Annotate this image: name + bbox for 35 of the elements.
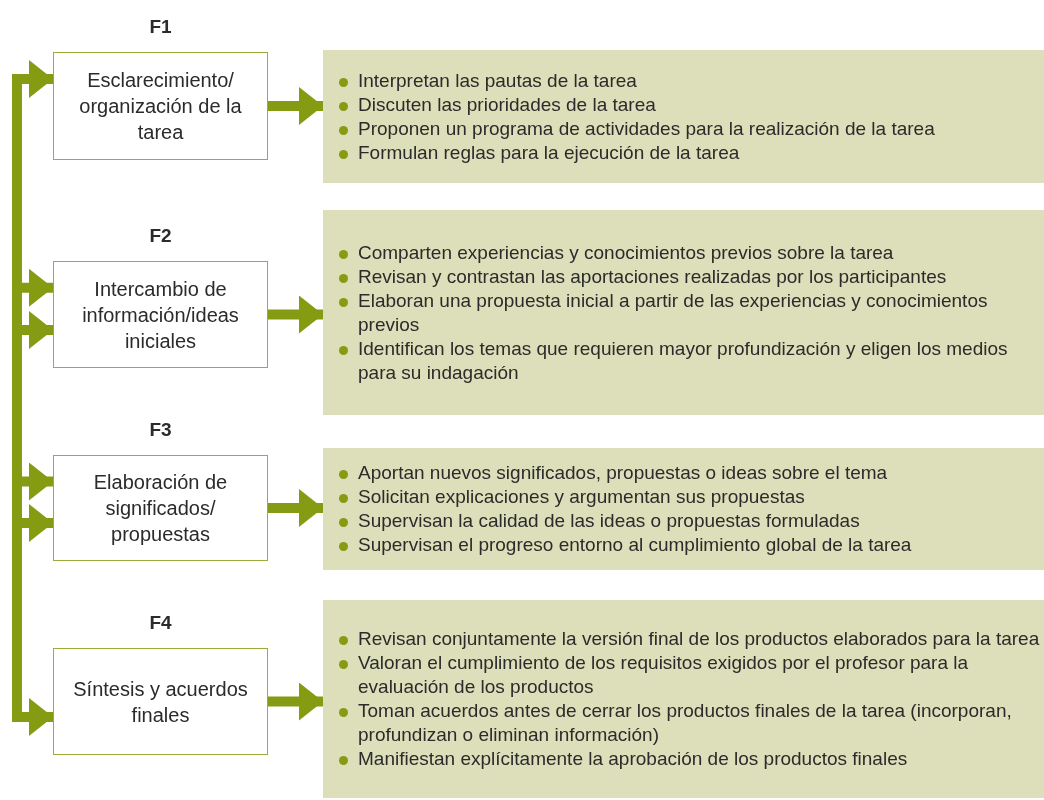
activity-panel	[323, 210, 1044, 415]
phase-label: F3	[148, 418, 173, 442]
activity-panel	[323, 448, 1044, 570]
activity-text: Revisan conjuntamente la versión final de los productos elaborados para la tarea	[358, 627, 1040, 651]
activity-text: Interpretan las pautas de la tarea	[358, 68, 637, 93]
arrow	[268, 489, 323, 527]
activity-text: Aportan nuevos significados, propuestas o ideas sobre el tema	[358, 461, 888, 485]
activity-text: Manifiestan explícitamente la aprobación de los productos finales	[358, 747, 908, 771]
bracket-arrow	[12, 268, 53, 542]
activity-text: Identifican los temas que requieren mayor profundización y eligen los medios para su indagación	[358, 336, 1009, 385]
phase-title: Elaboración de significados/ propuestas	[92, 470, 229, 547]
phase-title: Síntesis y acuerdos finales	[72, 676, 249, 728]
activity-text: Comparten experiencias y conocimientos previos sobre la tarea	[358, 240, 894, 265]
activity-text: Valoran el cumplimiento de los requisitos exigidos por el profesor para la evaluación de los productos	[358, 651, 970, 699]
activity-text: Discuten las prioridades de la tarea	[358, 92, 656, 117]
phase-label: F2	[148, 224, 173, 248]
activity-text: Proponen un programa de actividades para la realización de la tarea	[358, 116, 935, 141]
activity-panel	[323, 50, 1044, 183]
activity-text: Elaboran una propuesta inicial a partir de las experiencias y conocimientos previos	[358, 288, 989, 337]
arrow	[268, 295, 323, 334]
activity-text: Supervisan la calidad de las ideas o propuestas formuladas	[358, 509, 860, 533]
phase-title: Intercambio de información/ideas iniciales	[81, 276, 240, 354]
bracket-arrow	[12, 60, 53, 349]
arrow	[268, 682, 323, 721]
activity-text: Toman acuerdos antes de cerrar los productos finales de la tarea (incorporan, profundizan o eliminan información)	[358, 699, 1013, 747]
activity-text: Supervisan el progreso entorno al cumplimiento global de la tarea	[358, 533, 912, 557]
bracket-arrow	[12, 462, 53, 736]
phase-title: Esclarecimiento/ organización de la tarea	[78, 68, 243, 145]
activity-text: Formulan reglas para la ejecución de la tarea	[358, 140, 740, 165]
activity-text: Revisan y contrastan las aportaciones realizadas por los participantes	[358, 264, 947, 289]
activity-text: Solicitan explicaciones y argumentan sus propuestas	[358, 485, 805, 509]
arrow	[268, 87, 323, 125]
activity-panel	[323, 600, 1044, 798]
phase-label: F4	[148, 611, 173, 635]
phase-label: F1	[148, 15, 173, 39]
